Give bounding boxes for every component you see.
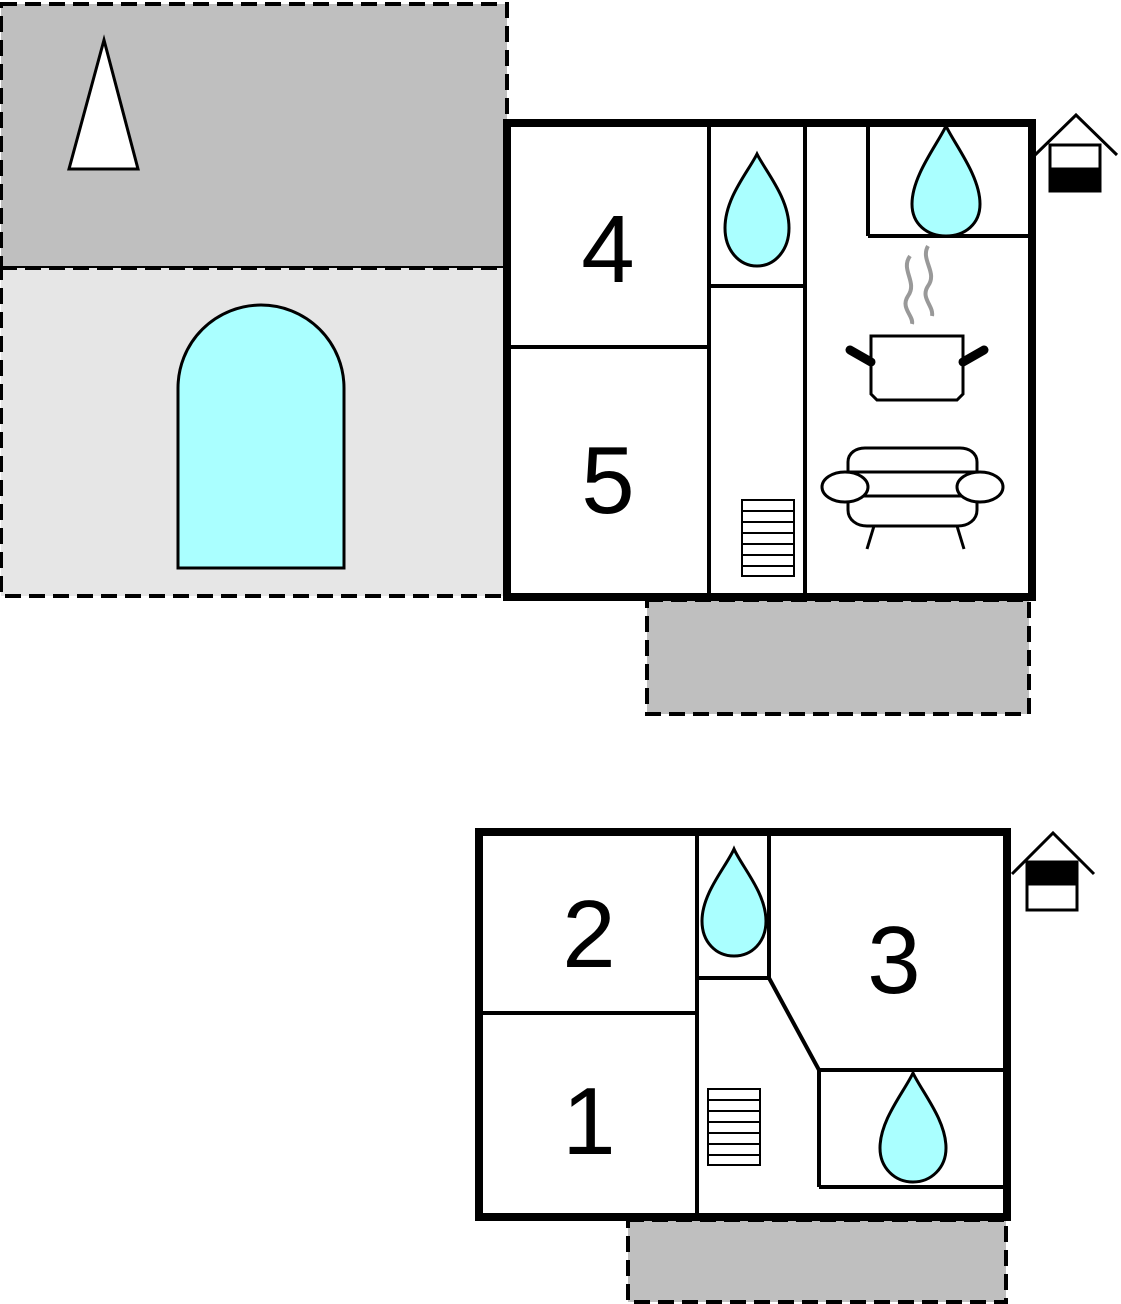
staircase-icon <box>741 499 795 577</box>
room-label-1: 1 <box>562 1068 615 1175</box>
room-label-2: 2 <box>562 881 615 988</box>
bathroom-icon <box>910 122 982 238</box>
lower-floor: 2 3 1 <box>475 828 1096 1304</box>
house-floor-icon <box>1010 830 1096 912</box>
staircase-icon <box>707 1088 761 1166</box>
tent-icon <box>67 34 140 171</box>
upper-floor: 4 5 <box>0 2 1119 716</box>
sofa-icon <box>820 446 1005 550</box>
room-label-5: 5 <box>581 427 634 534</box>
pool-icon <box>176 303 346 570</box>
room-label-3: 3 <box>867 907 920 1014</box>
room-label-4: 4 <box>581 196 634 303</box>
balcony-area <box>645 598 1031 716</box>
bathroom-icon <box>700 845 768 958</box>
lower-interior-walls <box>479 832 1007 1217</box>
cooking-pot-icon <box>845 245 989 402</box>
house-floor-icon <box>1033 112 1119 193</box>
terrace-area <box>626 1218 1008 1304</box>
bathroom-icon <box>723 150 791 268</box>
bathroom-icon <box>878 1069 948 1184</box>
